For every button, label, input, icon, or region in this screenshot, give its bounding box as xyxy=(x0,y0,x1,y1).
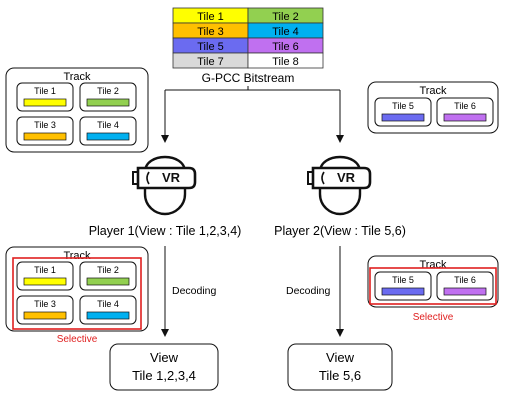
track-top-left: Track Tile 1 Tile 2 Tile 3 Tile 4 xyxy=(5,67,149,153)
tile-swatch xyxy=(86,132,130,141)
bitstream-grid: Tile 1 Tile 2 Tile 3 Tile 4 Tile 5 Tile … xyxy=(172,7,324,69)
bitstream-tile-label: Tile 5 xyxy=(197,41,224,53)
tile-card-label: Tile 6 xyxy=(454,101,476,111)
tile-swatch xyxy=(381,287,425,296)
selection-box xyxy=(369,267,497,305)
bitstream-tile-label: Tile 6 xyxy=(272,41,299,53)
split-connector xyxy=(161,86,344,143)
tile-card-label: Tile 5 xyxy=(392,101,414,111)
view-box-player-1: View Tile 1,2,3,4 xyxy=(109,343,219,391)
tile-card-label: Tile 6 xyxy=(454,275,476,285)
bitstream-tile-label: Tile 2 xyxy=(272,11,299,23)
track-label: Track xyxy=(63,71,91,83)
track-selective-right: Track Tile 5 Tile 6 Selective xyxy=(367,255,499,323)
decoding-label: Decoding xyxy=(172,285,217,297)
bitstream-tile-label: Tile 4 xyxy=(272,26,299,38)
tile-card-label: Tile 2 xyxy=(97,86,119,96)
track-label: Track xyxy=(419,85,447,97)
tile-card-label: Tile 2 xyxy=(97,265,119,275)
view-panel xyxy=(287,343,393,391)
bitstream-title: G-PCC Bitstream xyxy=(202,71,295,85)
tile-swatch xyxy=(23,98,67,107)
view-tiles: Tile 5,6 xyxy=(319,368,361,383)
track-selective-left: Track Tile 1 Tile 2 Tile 3 Tile 4 Select… xyxy=(5,246,149,345)
tile-swatch xyxy=(86,311,130,320)
headset-text: VR xyxy=(162,170,181,185)
view-panel xyxy=(109,343,219,391)
bitstream-tile-label: Tile 8 xyxy=(272,56,299,68)
vr-headset-icon: VR xyxy=(307,155,372,216)
tile-swatch xyxy=(86,98,130,107)
bitstream-tile-label: Tile 3 xyxy=(197,26,224,38)
decoding-label: Decoding xyxy=(286,285,331,297)
tile-swatch xyxy=(86,277,130,286)
bitstream-tile-label: Tile 7 xyxy=(197,56,224,68)
tile-swatch xyxy=(23,277,67,286)
selective-label: Selective xyxy=(413,312,454,323)
tile-card-label: Tile 3 xyxy=(34,120,56,130)
tile-card-label: Tile 4 xyxy=(97,120,119,130)
tile-card-label: Tile 1 xyxy=(34,86,56,96)
track-label: Track xyxy=(63,250,91,262)
tile-card-label: Tile 1 xyxy=(34,265,56,275)
view-title: View xyxy=(326,350,355,365)
bitstream-tile-label: Tile 1 xyxy=(197,11,224,23)
vr-headset-icon: VR xyxy=(132,155,197,216)
tile-swatch xyxy=(381,113,425,122)
view-box-player-2: View Tile 5,6 xyxy=(287,343,393,391)
selective-label: Selective xyxy=(57,334,98,345)
track-label: Track xyxy=(419,259,447,271)
selection-box xyxy=(12,257,142,330)
headset-text: VR xyxy=(337,170,356,185)
tile-swatch xyxy=(23,132,67,141)
tile-card-label: Tile 5 xyxy=(392,275,414,285)
tile-swatch xyxy=(443,113,487,122)
tile-swatch xyxy=(443,287,487,296)
player-1-caption: Player 1(View : Tile 1,2,3,4) xyxy=(89,224,242,238)
track-top-right: Track Tile 5 Tile 6 xyxy=(367,81,499,134)
view-title: View xyxy=(150,350,179,365)
tile-card-label: Tile 4 xyxy=(97,299,119,309)
bitstream-tile xyxy=(247,52,324,69)
view-tiles: Tile 1,2,3,4 xyxy=(132,368,196,383)
tile-card-label: Tile 3 xyxy=(34,299,56,309)
player-2-caption: Player 2(View : Tile 5,6) xyxy=(274,224,406,238)
tile-swatch xyxy=(23,311,67,320)
